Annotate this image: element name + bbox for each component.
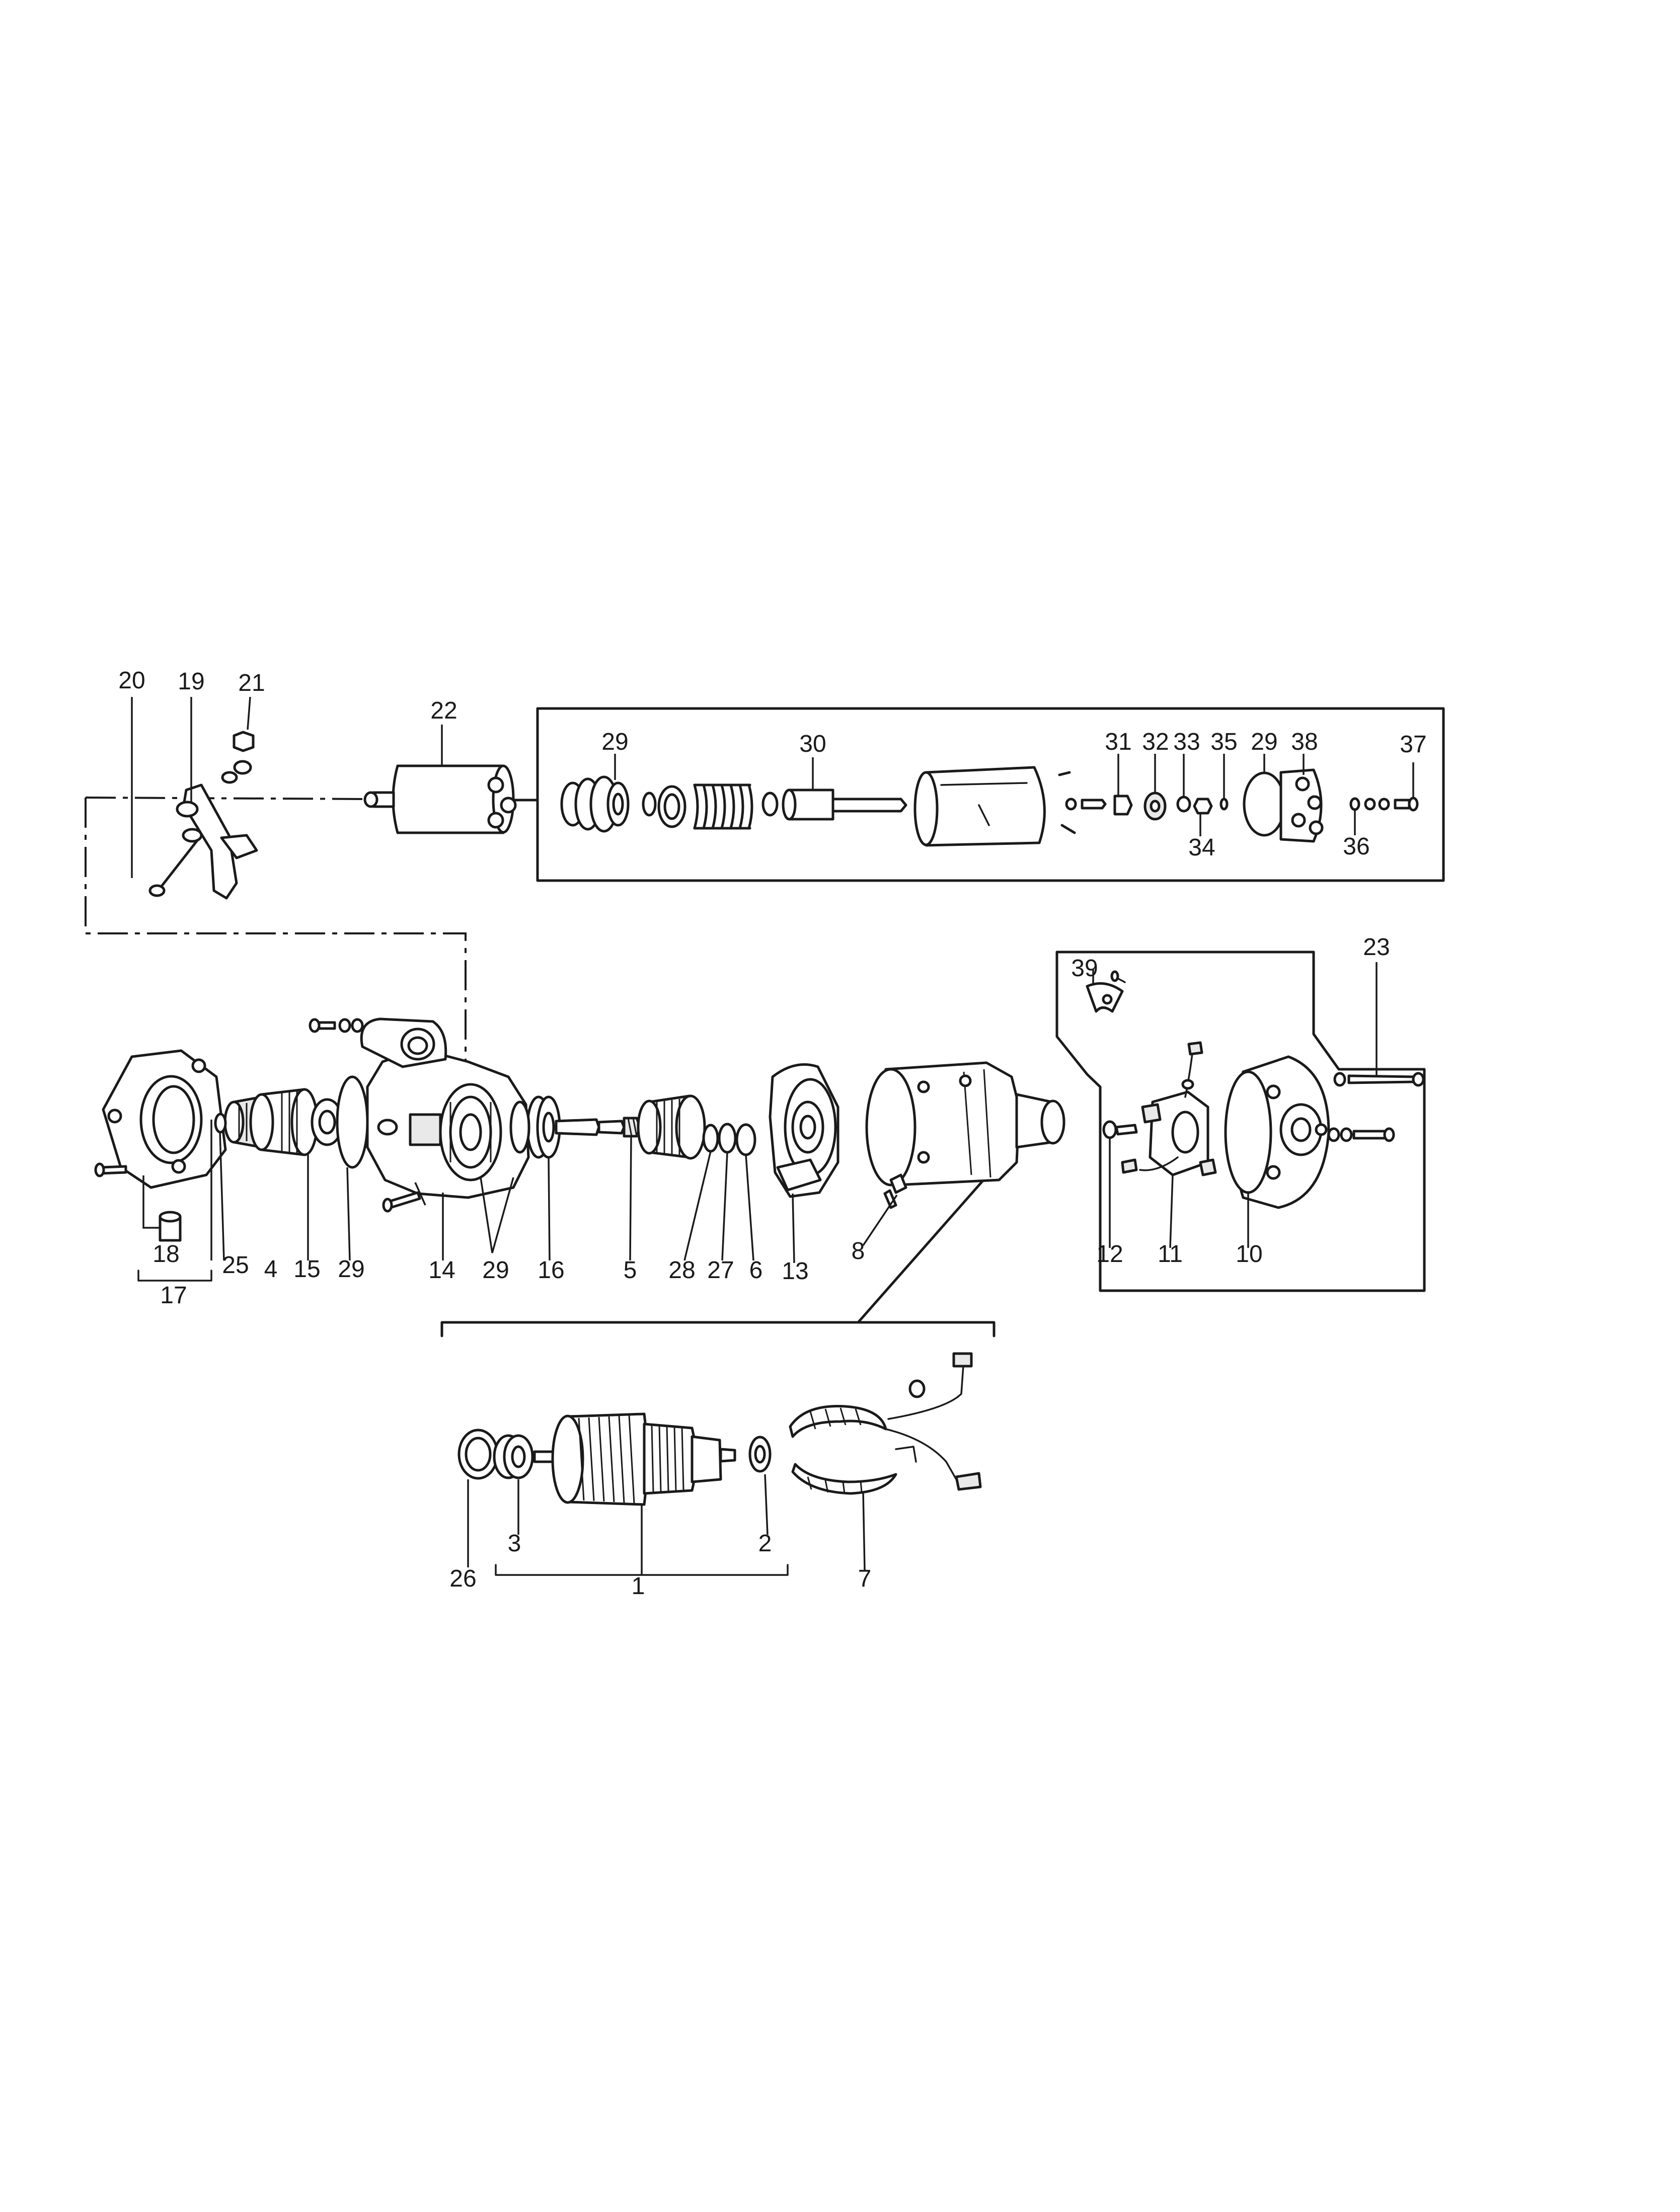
callout-19: 19 <box>178 668 204 695</box>
contact-hardware-set <box>1065 792 1229 821</box>
drive-shaft <box>597 1117 642 1138</box>
callout-30: 30 <box>799 731 826 757</box>
yoke-housing <box>865 1061 1065 1187</box>
callout-17: 17 <box>160 1282 187 1309</box>
callout-4: 4 <box>264 1256 278 1283</box>
callout-34: 34 <box>1188 834 1215 861</box>
callout-23: 23 <box>1363 934 1390 961</box>
callout-5: 5 <box>624 1257 637 1284</box>
armature-bearing-commutator-end <box>748 1436 772 1473</box>
callout-28: 28 <box>668 1257 695 1284</box>
callout-26: 26 <box>449 1565 476 1592</box>
solenoid-cover <box>1279 768 1324 843</box>
callout-2: 2 <box>758 1530 772 1557</box>
callout-33: 33 <box>1173 729 1200 755</box>
callout-29-lower-a: 29 <box>338 1256 364 1283</box>
brush-set <box>1102 1120 1138 1139</box>
callout-22: 22 <box>430 697 457 724</box>
return-spring <box>657 783 753 830</box>
washer-29-housing-side <box>509 1100 530 1154</box>
commutator-end-cover <box>1224 1055 1330 1209</box>
cover-screw <box>1327 1127 1395 1142</box>
seal-ring <box>642 792 657 817</box>
pinion-housing <box>102 1049 227 1189</box>
solenoid-case <box>913 766 1076 847</box>
brush-holder-plate <box>1121 1041 1217 1176</box>
callout-16: 16 <box>538 1257 564 1284</box>
callout-29-lower-b: 29 <box>482 1257 509 1284</box>
armature-bearing-drive-end <box>493 1434 534 1479</box>
callout-labels: 20 19 21 22 29 30 31 32 33 35 29 38 37 3… <box>118 667 1426 1600</box>
shift-lever-assembly <box>148 731 258 900</box>
drive-end-housing <box>360 1017 530 1199</box>
plunger <box>761 788 907 821</box>
callout-15: 15 <box>293 1256 320 1283</box>
bearing-16 <box>526 1095 600 1159</box>
brush-end-parts-group-frame <box>1055 951 1426 1292</box>
callout-39: 39 <box>1071 955 1098 982</box>
armature-group-leader <box>857 1161 1001 1324</box>
planetary-gear-set <box>637 1094 706 1160</box>
callout-14: 14 <box>428 1257 455 1284</box>
callout-35: 35 <box>1210 729 1237 755</box>
callout-36: 36 <box>1343 833 1369 860</box>
washer-28 <box>702 1124 719 1153</box>
callout-37: 37 <box>1400 731 1426 758</box>
pinion-housing-bracket <box>137 1270 212 1282</box>
washer-27 <box>718 1123 737 1154</box>
callout-10: 10 <box>1236 1241 1262 1268</box>
callout-12: 12 <box>1096 1241 1123 1268</box>
through-bolt <box>1333 1072 1425 1087</box>
callout-8: 8 <box>852 1238 865 1265</box>
solenoid-parts-group-frame <box>536 707 1445 882</box>
thrust-washer <box>336 1075 369 1169</box>
callout-6: 6 <box>749 1257 763 1284</box>
field-coil-assembly <box>789 1352 982 1495</box>
callout-29-box-right: 29 <box>1251 729 1277 755</box>
intermediate-bearing-plate <box>769 1063 839 1198</box>
housing-bolt-upper <box>309 1018 364 1033</box>
snap-ring <box>214 1113 227 1134</box>
terminal-hardware <box>1349 797 1419 812</box>
plunger-boot <box>560 775 630 833</box>
solenoid-switch <box>363 764 539 834</box>
callout-13: 13 <box>782 1258 808 1285</box>
callout-20: 20 <box>118 667 145 694</box>
housing-screw <box>94 1162 127 1177</box>
clutch-assembly <box>249 1088 344 1156</box>
callout-7: 7 <box>858 1565 872 1592</box>
cover-gasket <box>1243 771 1286 837</box>
callout-27: 27 <box>707 1257 734 1284</box>
callout-31: 31 <box>1105 729 1131 755</box>
callout-29-box-left: 29 <box>601 729 628 755</box>
washer-6 <box>735 1123 756 1156</box>
callout-25: 25 <box>222 1252 249 1279</box>
bushing <box>159 1211 182 1242</box>
callout-21: 21 <box>238 670 265 696</box>
lever-to-solenoid-dashdot-line <box>85 797 368 800</box>
brush-spring-clip <box>1086 970 1126 1013</box>
callout-32: 32 <box>1142 729 1169 755</box>
housing-bolt-lower <box>382 1191 421 1213</box>
armature-field-group-bracket <box>440 1321 996 1337</box>
callout-11: 11 <box>1158 1241 1183 1268</box>
callout-18: 18 <box>152 1241 179 1268</box>
callout-3: 3 <box>508 1530 521 1557</box>
callout-38: 38 <box>1291 729 1318 755</box>
armature <box>533 1412 736 1506</box>
callout-1: 1 <box>632 1573 645 1600</box>
